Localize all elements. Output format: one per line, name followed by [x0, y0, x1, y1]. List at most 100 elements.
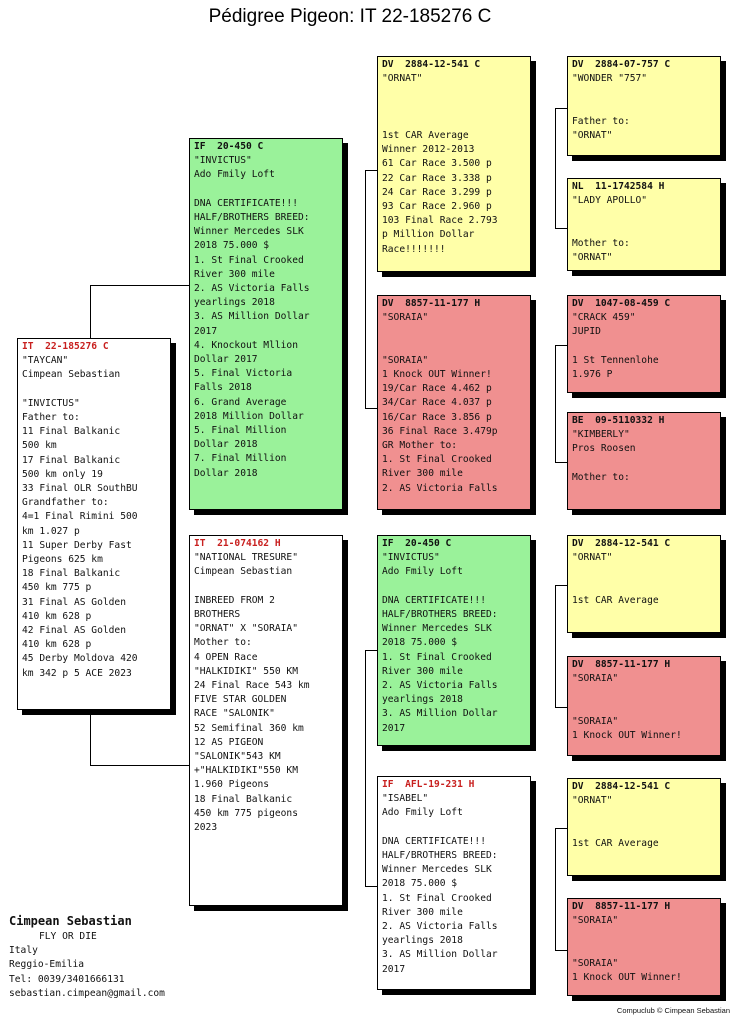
ring-number: DV 8857-11-177 H — [572, 901, 671, 912]
card-line: 3. AS Million Dollar — [382, 949, 498, 961]
card-line: River 300 mile — [194, 268, 275, 280]
card-line: 2. AS Victoria Falls — [194, 283, 310, 295]
card-line: 33 Final OLR SouthBU — [22, 483, 138, 495]
connector-father-fm — [365, 408, 377, 409]
connector-mother-v — [365, 650, 366, 886]
card-line — [572, 823, 716, 837]
card-line: 2018 75.000 $ — [194, 240, 270, 252]
card-line — [572, 808, 716, 822]
card-line: "SORAIA" — [382, 354, 429, 366]
card-line: "HALKIDIKI" 550 KM — [194, 665, 298, 677]
card-line: 11 Super Derby Fast — [22, 539, 132, 551]
card-line: 34/Car Race 4.037 p — [382, 397, 492, 409]
card-line: River 300 mile — [382, 468, 463, 480]
card-mother: IT 21-074162 H"NATIONAL TRESURE"Cimpean … — [189, 535, 343, 906]
owner-name: Cimpean Sebastian — [9, 914, 132, 928]
card-line: Mother to: — [194, 637, 252, 649]
card-line — [572, 928, 716, 942]
card-line: km 342 p 5 ACE 2023 — [22, 667, 132, 679]
card-line: yearlings 2018 — [382, 694, 463, 706]
card-line — [572, 223, 716, 237]
card-line: BROTHERS — [194, 609, 241, 620]
ring-number: IF AFL-19-231 H — [382, 779, 475, 790]
connector-mother-mf — [365, 650, 377, 651]
connector-mm-mmm — [555, 950, 567, 951]
card-line: 2018 75.000 $ — [382, 637, 458, 649]
connector-main-mother — [90, 765, 189, 766]
card-line: 1st CAR Average — [572, 837, 659, 849]
card-line: "ORNAT" — [382, 73, 423, 85]
card-line: Mother to: — [572, 471, 630, 483]
card-line: "ORNAT" — [572, 795, 613, 807]
footer-credit: Compuclub © Cimpean Sebastian — [616, 1006, 730, 1015]
card-line: 410 km 628 p — [22, 610, 92, 622]
card-line: 4. Knockout Mllion — [194, 339, 298, 351]
card-line: 36 Final Race 3.479p — [382, 425, 498, 437]
connector-ff-ffm — [555, 228, 567, 229]
connector-fm-v — [555, 345, 556, 462]
card-line — [382, 340, 526, 354]
card-line: 16/Car Race 3.856 p — [382, 411, 492, 423]
card-line — [382, 115, 526, 129]
card-line: 93 Car Race 2.960 p — [382, 200, 492, 212]
card-main-pigeon: IT 22-185276 C"TAYCAN"Cimpean Sebastian"… — [17, 338, 171, 710]
card-line: Grandfather to: — [22, 497, 109, 509]
card-line: "INVICTUS" — [194, 155, 252, 167]
card-line — [194, 580, 338, 594]
card-line: yearlings 2018 — [194, 297, 275, 309]
card-line: River 300 mile — [382, 906, 463, 918]
card-line: 1st CAR Average — [382, 129, 469, 141]
ring-number: NL 11-1742584 H — [572, 181, 665, 192]
ring-number: DV 2884-12-541 C — [382, 59, 481, 70]
card-line: 18 Final Balkanic — [194, 793, 293, 805]
card-line: 2017 — [194, 325, 218, 337]
card-line: +"HALKIDIKI"550 KM — [194, 765, 298, 777]
card-line: 61 Car Race 3.500 p — [382, 158, 492, 170]
card-line: 450 km 775 p — [22, 582, 92, 594]
card-line: 410 km 628 p — [22, 639, 92, 651]
ring-number: BE 09-5110332 H — [572, 415, 665, 426]
card-line: Cimpean Sebastian — [22, 369, 121, 381]
connector-mm-v — [555, 828, 556, 950]
card-line — [572, 565, 716, 579]
card-line: Dollar 2018 — [194, 467, 258, 479]
card-line: km 1.027 p — [22, 525, 80, 537]
card-line: 500 km only 19 — [22, 468, 103, 480]
card-line: DNA CERTIFICATE!!! — [382, 594, 486, 606]
owner-phone: Tel: 0039/3401666131 — [9, 973, 125, 985]
card-line: River 300 mile — [382, 665, 463, 677]
card-line: 4 OPEN Race — [194, 651, 258, 663]
card-line: 45 Derby Moldova 420 — [22, 653, 138, 665]
ring-number: DV 2884-12-541 C — [572, 538, 671, 549]
card-line: "KIMBERLY" — [572, 429, 630, 441]
ring-number: DV 8857-11-177 H — [572, 659, 671, 670]
owner-motto: FLY OR DIE — [39, 931, 97, 942]
connector-main-father — [90, 285, 189, 286]
card-line: JUPID — [572, 326, 601, 338]
card-line: 18 Final Balkanic — [22, 568, 121, 580]
ring-number: DV 2884-07-757 C — [572, 59, 671, 70]
card-line — [382, 821, 526, 835]
card-line: Falls 2018 — [194, 382, 252, 394]
card-line: 24 Car Race 3.299 p — [382, 186, 492, 198]
card-line: 1.976 P — [572, 369, 613, 380]
ring-number: IF 20-450 C — [194, 141, 264, 152]
card-line: "INVICTUS" — [382, 552, 440, 564]
card-line: 2. AS Victoria Falls — [382, 921, 498, 933]
card-line: 1st CAR Average — [572, 594, 659, 606]
card-line: "ORNAT" — [572, 129, 613, 141]
connector-mm-mmf — [555, 828, 567, 829]
card-line: 2018 Million Dollar — [194, 410, 304, 422]
card-line — [572, 208, 716, 222]
card-line: "ISABEL" — [382, 793, 429, 805]
card-line — [572, 457, 716, 471]
card-line — [572, 686, 716, 700]
card-father-mother: DV 8857-11-177 H"SORAIA""SORAIA"1 Knock … — [377, 295, 531, 510]
card-mm-father: DV 2884-12-541 C"ORNAT"1st CAR Average — [567, 778, 721, 876]
card-line: 1 St Tennenlohe — [572, 354, 659, 366]
card-line: "INVICTUS" — [22, 397, 80, 409]
